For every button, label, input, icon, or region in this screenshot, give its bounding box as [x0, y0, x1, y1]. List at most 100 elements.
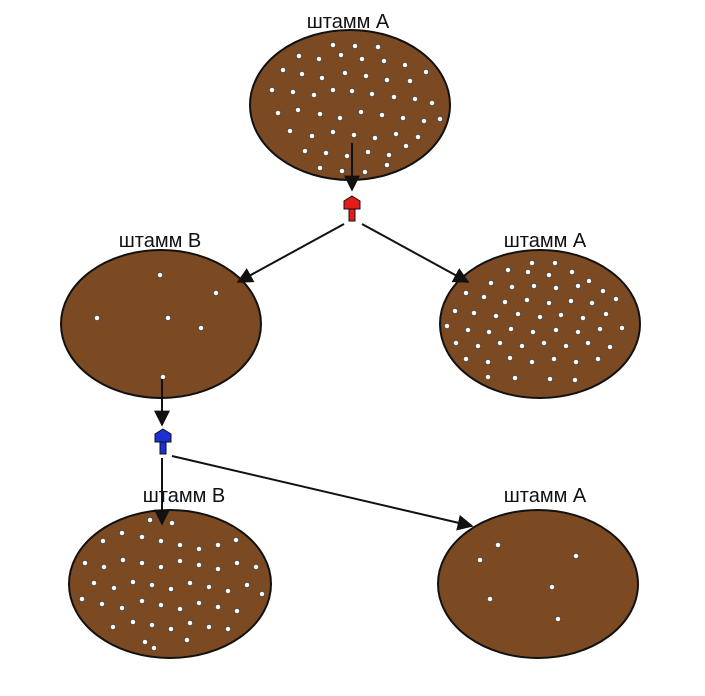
colony-dot [412, 96, 418, 102]
colony-dot [585, 340, 591, 346]
colony-dot [573, 359, 579, 365]
colony-dot [158, 602, 164, 608]
colony-dot [120, 557, 126, 563]
colony-dot [234, 560, 240, 566]
colony-dot [158, 538, 164, 544]
arrow-phage-to-bottom-right [171, 455, 474, 531]
colony-dot [495, 542, 501, 548]
colony-dot [196, 546, 202, 552]
colony-dot [316, 56, 322, 62]
colony-dot [317, 111, 323, 117]
colony-dot [384, 77, 390, 83]
colony-dot [344, 153, 350, 159]
colony-dot [515, 311, 521, 317]
colony-dot [317, 165, 323, 171]
colony-dot [206, 624, 212, 630]
colony-dot [168, 626, 174, 632]
colony-dot [493, 313, 499, 319]
colony-dot [402, 62, 408, 68]
colony-dot [508, 326, 514, 332]
colony-dot [512, 375, 518, 381]
colony-dot [139, 560, 145, 566]
colony-dot [369, 91, 375, 97]
colony-dot [351, 132, 357, 138]
colony-dot [552, 260, 558, 266]
colonies-middle-left [94, 272, 219, 380]
colony-dot [524, 297, 530, 303]
colony-dot [319, 75, 325, 81]
colony-dot [619, 325, 625, 331]
colony-dot [337, 115, 343, 121]
petri-dish-top [249, 29, 451, 181]
colony-dot [407, 78, 413, 84]
colony-dot [569, 269, 575, 275]
colony-dot [215, 566, 221, 572]
colony-dot [519, 343, 525, 349]
colony-dot [555, 616, 561, 622]
colony-dot [169, 520, 175, 526]
colony-dot [177, 606, 183, 612]
colony-dot [531, 283, 537, 289]
arrow-phage-to-middle-right [361, 223, 470, 283]
colony-dot [311, 92, 317, 98]
colony-dot [549, 584, 555, 590]
colony-dot [403, 143, 409, 149]
colony-dot [168, 586, 174, 592]
colony-dot [613, 296, 619, 302]
colony-dot [359, 56, 365, 62]
colony-dot [244, 582, 250, 588]
colony-dot [196, 600, 202, 606]
colony-dot [525, 269, 531, 275]
colony-dot [558, 312, 564, 318]
colony-dot [575, 329, 581, 335]
colony-dot [372, 135, 378, 141]
colony-dot [158, 564, 164, 570]
colony-dot [187, 580, 193, 586]
colonies-bottom-left [79, 517, 265, 651]
colony-dot [487, 596, 493, 602]
colony-dot [196, 562, 202, 568]
colony-dot [79, 596, 85, 602]
colony-dot [177, 558, 183, 564]
colony-dot [82, 560, 88, 566]
colony-dot [463, 356, 469, 362]
colony-dot [309, 133, 315, 139]
colony-dot [546, 272, 552, 278]
colony-dot [597, 326, 603, 332]
colony-dot [580, 315, 586, 321]
colony-dot [349, 88, 355, 94]
colony-dot [160, 374, 166, 380]
colony-dot [603, 311, 609, 317]
phage-blue-icon [154, 428, 172, 455]
colony-dot [149, 622, 155, 628]
colony-dot [119, 530, 125, 536]
colony-dot [330, 129, 336, 135]
colony-dot [233, 537, 239, 543]
colonies-bottom-right [477, 542, 579, 622]
colony-dot [546, 300, 552, 306]
colony-dot [537, 314, 543, 320]
colony-dot [415, 134, 421, 140]
colony-dot [586, 278, 592, 284]
colony-dot [130, 579, 136, 585]
colony-dot [475, 343, 481, 349]
colony-dot [393, 131, 399, 137]
colony-dot [572, 377, 578, 383]
colony-dot [444, 323, 450, 329]
petri-dish-middle-right [439, 249, 641, 399]
colony-dot [142, 639, 148, 645]
phage-red-icon [343, 195, 361, 222]
colony-dot [330, 87, 336, 93]
colony-dot [302, 148, 308, 154]
colony-dot [400, 115, 406, 121]
colony-dot [177, 542, 183, 548]
colony-dot [358, 109, 364, 115]
colony-dot [299, 71, 305, 77]
colony-dot [595, 356, 601, 362]
colony-dot [215, 604, 221, 610]
colony-dot [110, 624, 116, 630]
colony-dot [384, 162, 390, 168]
arrow-phage-to-middle-left [236, 223, 345, 283]
colony-dot [529, 359, 535, 365]
colony-dot [502, 299, 508, 305]
